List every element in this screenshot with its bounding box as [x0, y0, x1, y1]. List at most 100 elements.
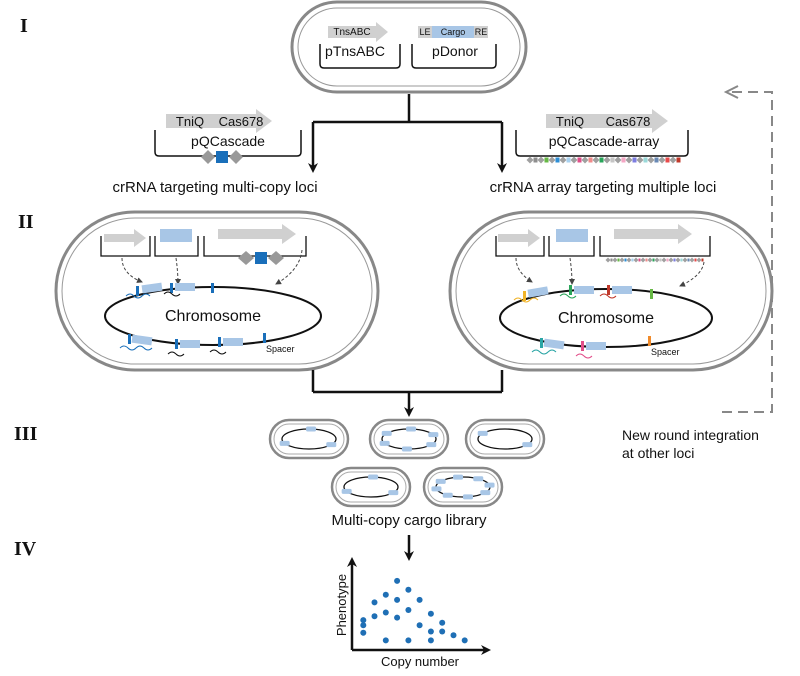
scatter-points — [360, 577, 468, 644]
cargo-insert — [381, 430, 392, 436]
cargo-insert — [480, 490, 491, 496]
repeat-diamond — [619, 257, 625, 263]
left-end-block — [418, 26, 432, 38]
cargo-insert — [462, 494, 473, 500]
chromosome-label: Chromosome — [165, 308, 261, 325]
integration-sites-top — [513, 285, 653, 303]
cargo-insert — [428, 432, 439, 438]
array-spacer — [632, 157, 637, 163]
repeat-diamond — [229, 150, 243, 164]
repeat-diamond — [636, 156, 644, 164]
y-axis-label: Phenotype — [334, 574, 349, 636]
library-cell — [422, 466, 504, 508]
repeat-diamond — [668, 257, 674, 263]
tniq-label: TniQ — [556, 114, 584, 129]
left-cell: Chromosome Spacer — [54, 210, 380, 372]
repeat-diamond — [626, 257, 632, 263]
repeat-diamond — [633, 257, 639, 263]
data-point — [382, 609, 389, 616]
plasmid-pdonor: LE Cargo RE pDonor — [411, 26, 497, 69]
repeat-diamond — [603, 156, 611, 164]
array-spacer — [673, 258, 676, 262]
data-point — [394, 614, 401, 621]
repeat-diamond — [675, 257, 681, 263]
cargo-block — [556, 229, 588, 242]
array-spacer — [621, 157, 626, 163]
data-point — [382, 637, 389, 644]
data-point — [371, 613, 378, 620]
array-spacer — [652, 258, 655, 262]
ptnsabc-name: pTnsABC — [325, 43, 385, 59]
cargo-insert — [484, 482, 495, 488]
array-spacer — [645, 258, 648, 262]
data-point — [394, 577, 401, 584]
repeat-diamond — [669, 156, 677, 164]
spacer-square — [255, 252, 267, 264]
array-spacer — [617, 258, 620, 262]
integration-sites-bottom — [119, 333, 266, 357]
repeat-diamond — [612, 257, 618, 263]
array-spacer — [624, 258, 627, 262]
stage-label-1: I — [20, 15, 28, 37]
array-spacer — [654, 157, 659, 163]
spacer-square — [216, 151, 228, 163]
cascade-arrow-icon — [614, 224, 692, 244]
cargo-insert — [431, 486, 442, 492]
tniq-cas678-arrow-icon — [546, 109, 668, 133]
repeat-diamond — [537, 156, 545, 164]
cargo-insert — [406, 426, 417, 432]
top-cell: TnsABC pTnsABC LE Cargo RE pDonor — [290, 0, 528, 94]
x-axis-label: Copy number — [381, 654, 460, 669]
repeat-diamond — [559, 156, 567, 164]
cargo-insert — [435, 478, 446, 484]
array-spacer — [610, 157, 615, 163]
tnsabc-arrow-icon — [104, 229, 146, 247]
data-point — [394, 596, 401, 603]
data-point — [360, 622, 367, 629]
branch-connectors — [308, 94, 507, 173]
library-caption: Multi-copy cargo library — [331, 512, 487, 529]
cargo-insert — [379, 440, 390, 446]
cas678-label: Cas678 — [219, 114, 264, 129]
data-point — [439, 628, 446, 635]
loop-back-arrow — [722, 91, 773, 413]
loop-arrowhead-icon — [723, 85, 739, 99]
left-end-label: LE — [419, 27, 430, 37]
tnsabc-gene-arrow-icon — [328, 22, 388, 42]
repeat-diamond — [268, 251, 284, 265]
cargo-insert — [341, 488, 352, 494]
integration-sites-bottom — [531, 336, 651, 359]
cargo-insert — [401, 446, 412, 452]
array-spacer — [666, 258, 669, 262]
data-point — [405, 637, 412, 644]
cargo-insert — [442, 492, 453, 498]
cargo-insert — [279, 440, 290, 446]
stage-label-4: IV — [14, 538, 37, 560]
cas678-label: Cas678 — [606, 114, 651, 129]
cascade-arrow-icon — [218, 224, 296, 244]
cargo-insert — [473, 476, 484, 482]
data-point — [427, 628, 434, 635]
array-spacer — [659, 258, 662, 262]
cargo-insert — [453, 474, 464, 480]
array-spacer — [680, 258, 683, 262]
repeat-diamond — [614, 156, 622, 164]
repeat-diamond — [605, 257, 611, 263]
repeat-diamond — [238, 251, 254, 265]
plasmid-pqcascade-array: TniQ Cas678 pQCascade-array — [515, 109, 689, 164]
cargo-insert — [522, 442, 533, 448]
right-end-label: RE — [475, 27, 488, 37]
library-cells — [268, 418, 546, 508]
cargo-insert — [388, 490, 399, 496]
array-spacer — [577, 157, 582, 163]
array-spacer — [544, 157, 549, 163]
repeat-diamond — [548, 156, 556, 164]
data-point — [427, 637, 434, 644]
data-point — [382, 591, 389, 598]
tniq-label: TniQ — [176, 114, 204, 129]
cargo-insert — [368, 474, 379, 480]
data-point — [371, 599, 378, 606]
array-spacer — [555, 157, 560, 163]
library-cell — [464, 418, 546, 460]
chromosome-label: Chromosome — [558, 310, 654, 327]
